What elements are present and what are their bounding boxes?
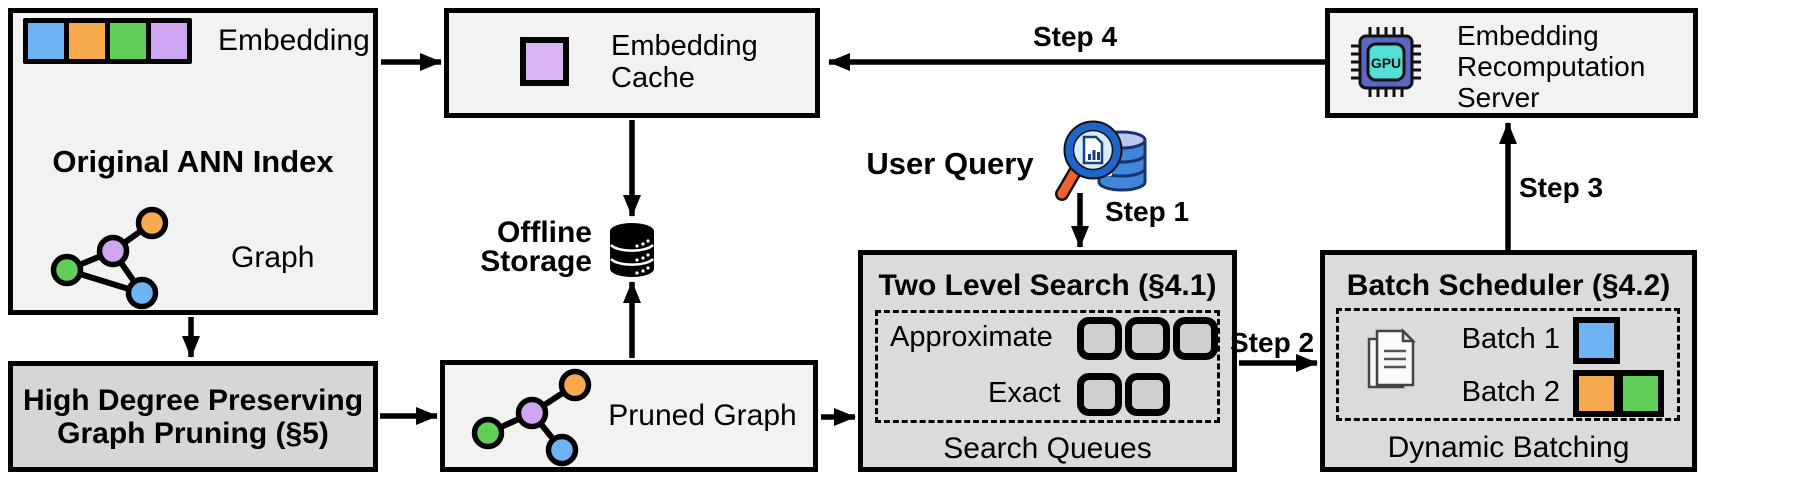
embedding-cell-orange	[69, 23, 105, 59]
graph-pruning-box: High Degree Preserving Graph Pruning (§5…	[8, 361, 378, 472]
graph-pruning-title-line2: Graph Pruning (§5)	[57, 416, 329, 450]
step1-label: Step 1	[1105, 196, 1190, 227]
queue-slot	[1125, 373, 1170, 416]
queue-slot	[1173, 317, 1218, 360]
original-graph-icon	[50, 206, 169, 310]
exact-label: Exact	[988, 377, 1061, 409]
documents-icon	[1367, 327, 1417, 389]
approximate-label: Approximate	[890, 321, 1053, 353]
embedding-cache-box: Embedding Cache	[444, 8, 820, 118]
offline-storage-database-icon	[610, 223, 654, 277]
approximate-queue-slots	[1077, 317, 1218, 360]
embedding-label: Embedding	[218, 24, 370, 57]
dynamic-batching-label: Dynamic Batching	[1387, 431, 1630, 464]
two-level-search-title: Two Level Search (§4.1)	[878, 269, 1217, 302]
exact-queue-slots	[1077, 373, 1170, 416]
gpu-icon: GPU	[1351, 27, 1421, 97]
step2-label: Step 2	[1230, 327, 1315, 358]
embedding-cell-purple	[151, 23, 187, 59]
user-query-label: User Query	[866, 146, 1034, 181]
embedding-cell-green	[110, 23, 146, 59]
embedding-cache-label: Embedding Cache	[611, 30, 758, 94]
step4-label: Step 4	[1032, 21, 1118, 52]
graph-pruning-title-line1: High Degree Preserving	[22, 383, 364, 417]
step3-label: Step 3	[1519, 172, 1604, 203]
embedding-cell-blue	[28, 23, 64, 59]
two-level-search-box: Two Level Search (§4.1) Approximate Exac…	[858, 250, 1237, 472]
search-queues-label: Search Queues	[943, 432, 1152, 465]
batch-scheduler-title: Batch Scheduler (§4.2)	[1346, 269, 1671, 302]
batch1-label: Batch 1	[1461, 323, 1560, 355]
recomputation-server-box: GPU Embedding Recomputation Server	[1325, 8, 1698, 118]
user-query-icon	[1055, 120, 1147, 201]
queue-slot	[1125, 317, 1170, 360]
queue-slot	[1077, 373, 1122, 416]
original-ann-index-box: Embedding Original ANN Index Graph	[8, 8, 378, 315]
batch-scheduler-box: Batch Scheduler (§4.2) Batch 1 Batch 2 D…	[1320, 250, 1697, 472]
batch2-query-green	[1617, 370, 1664, 417]
recomputation-server-label: Embedding Recomputation Server	[1457, 20, 1646, 113]
batch2-query-orange	[1573, 370, 1620, 417]
dynamic-batching-panel	[1336, 308, 1680, 421]
batch2-label: Batch 2	[1461, 376, 1560, 408]
pruned-graph-box: Pruned Graph	[440, 360, 818, 472]
batch1-query-blue	[1573, 317, 1620, 364]
embedding-vector-icon	[23, 18, 192, 64]
cached-embedding-icon	[520, 37, 569, 86]
pruned-graph-label: Pruned Graph	[608, 399, 797, 432]
pruned-graph-icon	[471, 368, 592, 467]
gpu-chip-label: GPU	[1371, 55, 1401, 71]
search-queues-panel	[875, 310, 1220, 423]
graph-label: Graph	[231, 241, 315, 274]
ann-index-title: Original ANN Index	[52, 144, 334, 179]
offline-storage-label: Offline Storage	[480, 216, 592, 278]
queue-slot	[1077, 317, 1122, 360]
